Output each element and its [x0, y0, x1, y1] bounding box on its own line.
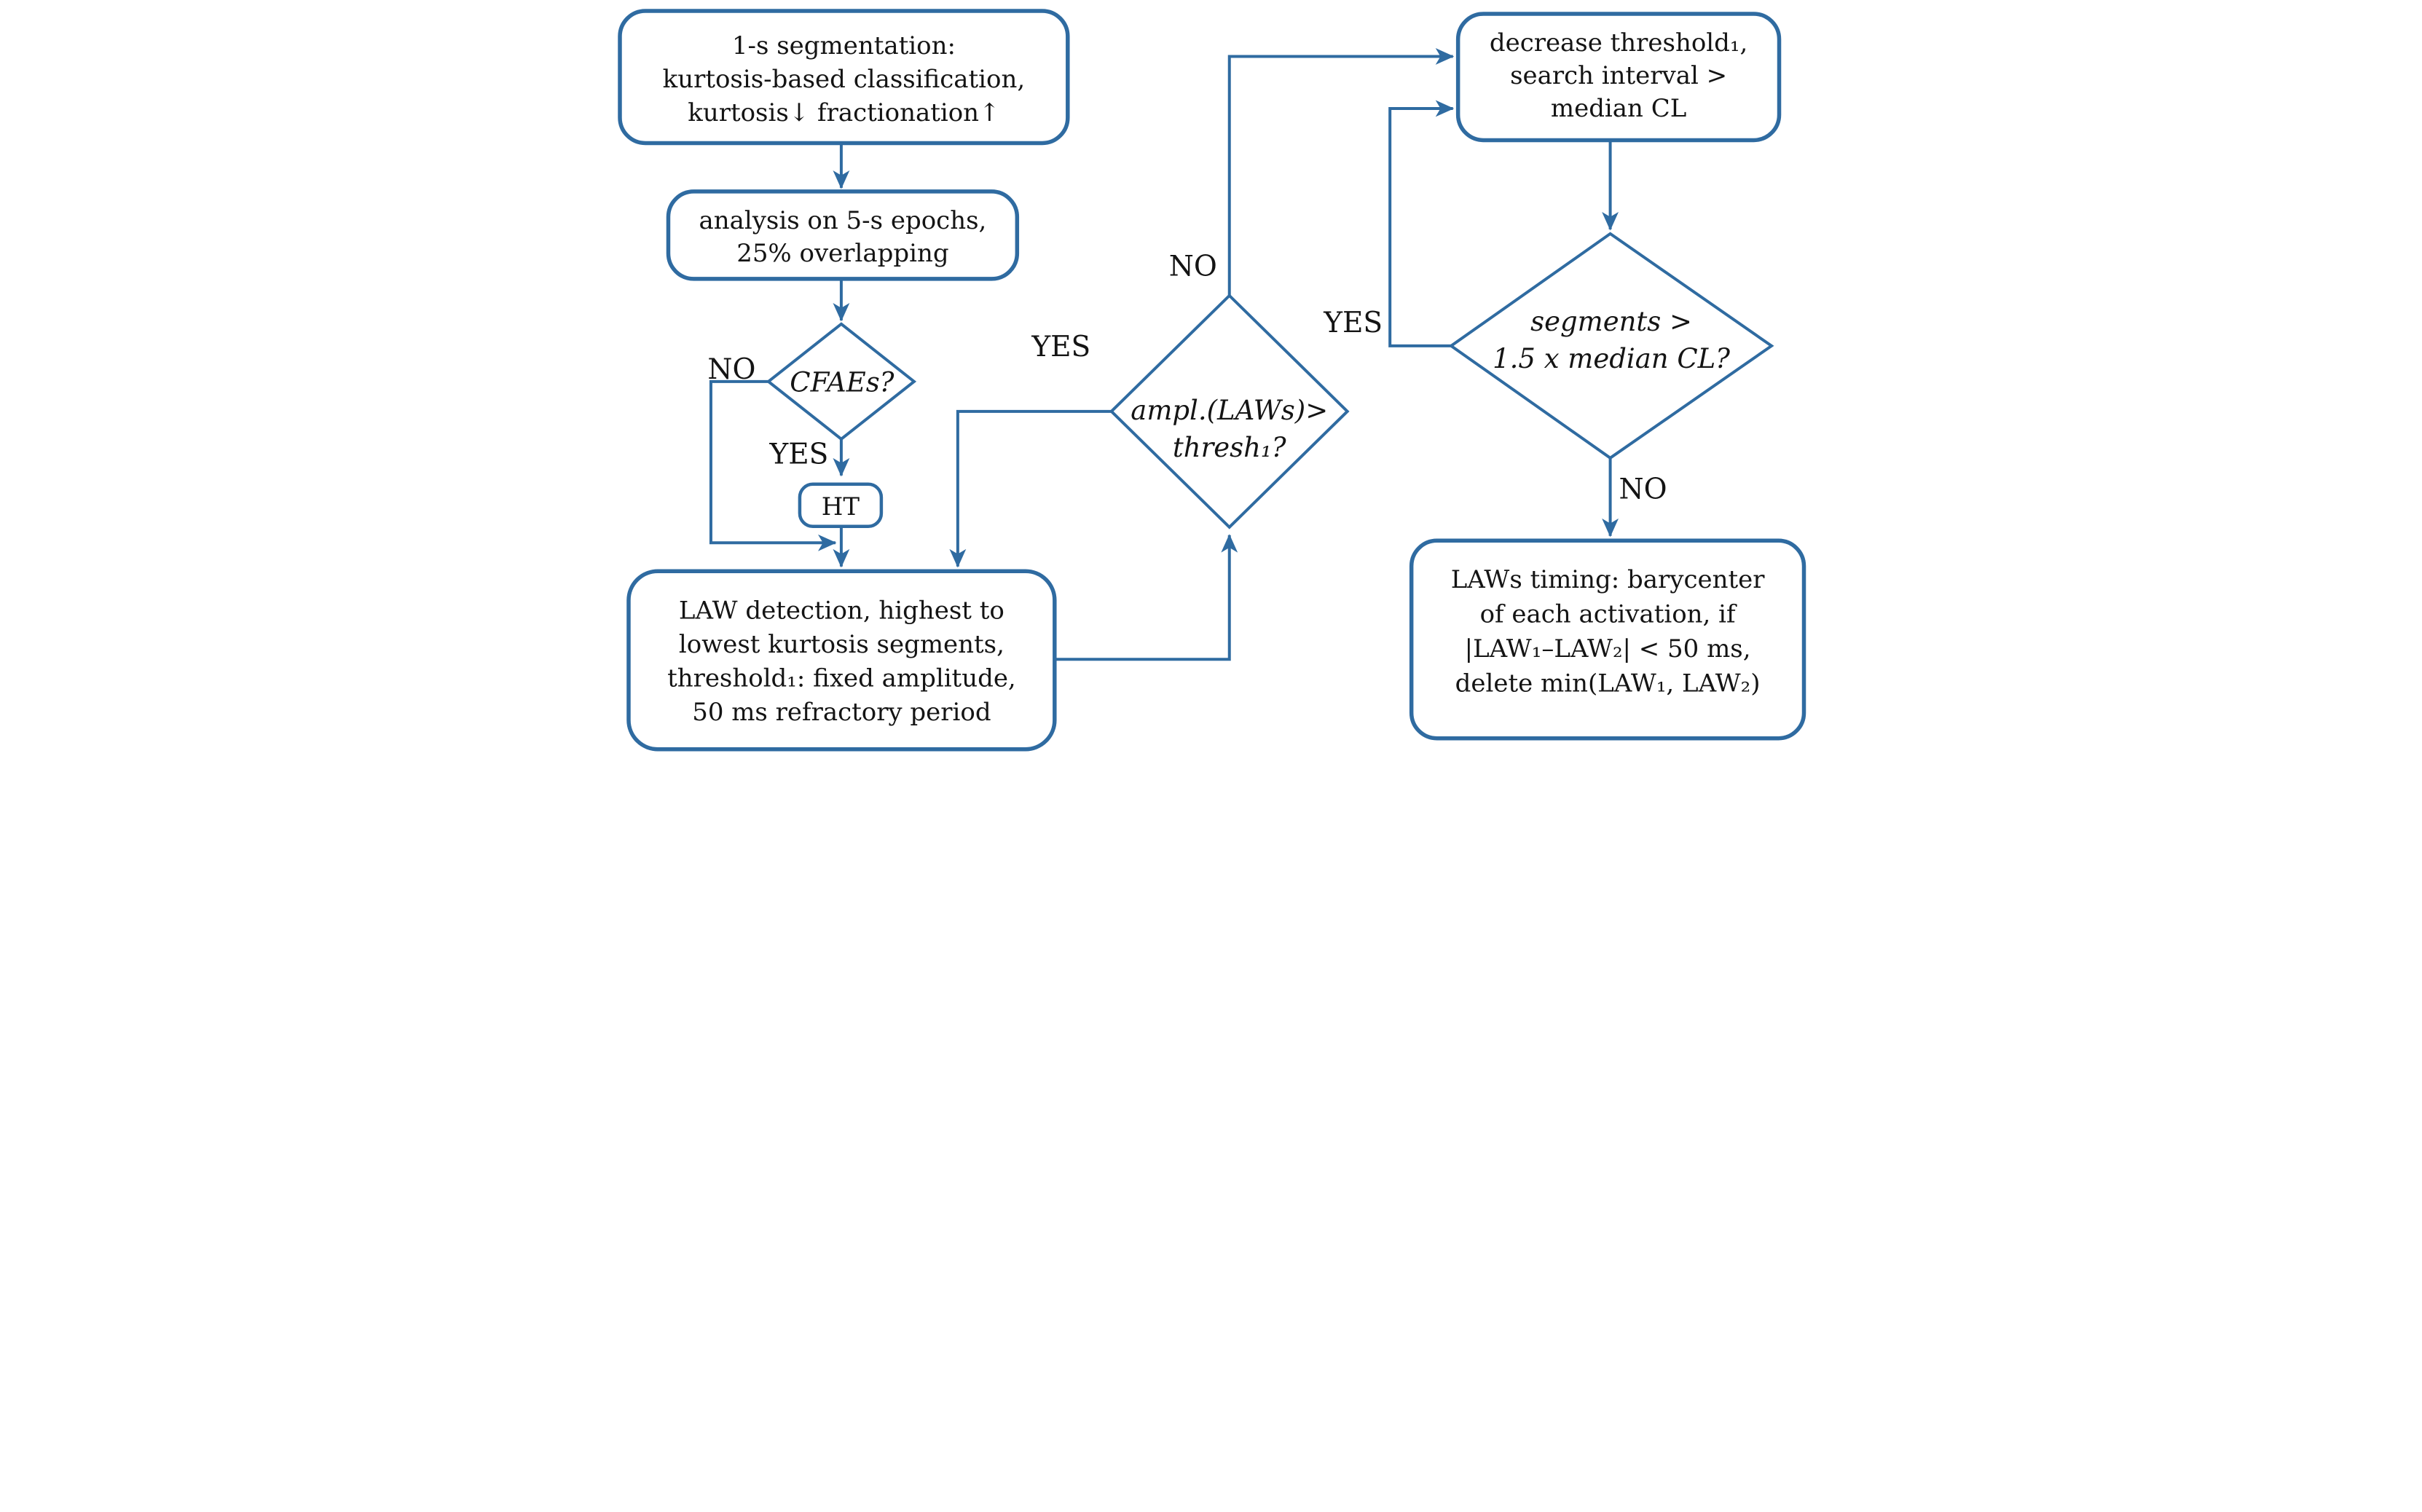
segmentation-line-3: kurtosis↓ fractionation↑ — [688, 98, 999, 127]
ampl-diamond — [1109, 294, 1350, 529]
law-detection-node: LAW detection, highest to lowest kurtosi… — [626, 569, 1057, 752]
segmentation-line-2: kurtosis-based classification, — [662, 65, 1025, 94]
ampl-no-label: NO — [1168, 250, 1216, 283]
laws-timing-line-2: of each activation, if — [1479, 600, 1737, 629]
segmentation-node: 1-s segmentation: kurtosis-based classif… — [617, 9, 1070, 146]
law-detection-line-2: lowest kurtosis segments, — [678, 630, 1004, 659]
cfaes-yes-label: YES — [768, 438, 828, 470]
ampl-question-line-2: thresh₁? — [1172, 432, 1286, 463]
laws-timing-line-4: delete min(LAW₁, LAW₂) — [1455, 669, 1760, 698]
ht-node: HT — [798, 482, 883, 529]
decrease-line-1: decrease threshold₁, — [1489, 28, 1747, 58]
edge-ampl-yes-to-law — [948, 409, 1112, 568]
segments-question-line-1: segments > — [1530, 306, 1692, 337]
ht-box — [798, 482, 883, 529]
decrease-line-2: search interval > — [1510, 61, 1727, 90]
law-detection-line-3: threshold₁: fixed amplitude, — [667, 664, 1016, 693]
law-detection-box — [626, 569, 1057, 752]
ampl-yes-label: YES — [1031, 331, 1090, 363]
laws-timing-box — [1409, 538, 1806, 741]
segmentation-box — [617, 9, 1070, 146]
cfaes-decision-node: CFAEs? — [766, 322, 916, 441]
law-detection-line-4: 50 ms refractory period — [692, 698, 991, 727]
decrease-threshold-box — [1455, 12, 1781, 143]
segments-yes-label: YES — [1323, 307, 1383, 339]
segmentation-line-1: 1-s segmentation: — [731, 31, 955, 60]
edge-law-to-ampl — [1054, 534, 1238, 661]
decrease-threshold-node: decrease threshold₁, search interval > m… — [1455, 12, 1781, 143]
cfaes-diamond — [766, 322, 916, 441]
epochs-box — [666, 189, 1019, 281]
cfaes-no-label: NO — [707, 353, 755, 386]
edge-cfaes-no-to-law — [709, 379, 836, 551]
ampl-decision-node: ampl.(LAWs)> thresh₁? — [1109, 294, 1350, 529]
segments-question-line-2: 1.5 x median CL? — [1493, 343, 1730, 374]
laws-timing-line-3: |LAW₁–LAW₂| < 50 ms, — [1464, 634, 1750, 664]
laws-timing-line-1: LAWs timing: barycenter — [1450, 565, 1764, 594]
edge-segments-yes-to-decrease — [1388, 100, 1454, 347]
segments-no-label: NO — [1619, 473, 1667, 505]
ampl-question-line-1: ampl.(LAWs)> — [1131, 395, 1328, 426]
laws-timing-node: LAWs timing: barycenter of each activati… — [1409, 538, 1806, 741]
decrease-line-3: median CL — [1550, 94, 1686, 123]
epochs-line-2: 25% overlapping — [736, 239, 948, 268]
law-detection-line-1: LAW detection, highest to — [678, 596, 1004, 626]
epochs-node: analysis on 5-s epochs, 25% overlapping — [666, 189, 1019, 281]
edge-ampl-no-to-decrease — [1227, 48, 1454, 296]
flowchart-figure: 1-s segmentation: kurtosis-based classif… — [605, 0, 1817, 756]
cfaes-question: CFAEs? — [790, 366, 894, 398]
epochs-line-1: analysis on 5-s epochs, — [699, 206, 986, 235]
segments-decision-node: segments > 1.5 x median CL? — [1448, 232, 1774, 460]
flowchart-canvas: 1-s segmentation: kurtosis-based classif… — [605, 0, 1817, 756]
ht-label: HT — [821, 492, 860, 521]
segments-diamond — [1448, 232, 1774, 460]
